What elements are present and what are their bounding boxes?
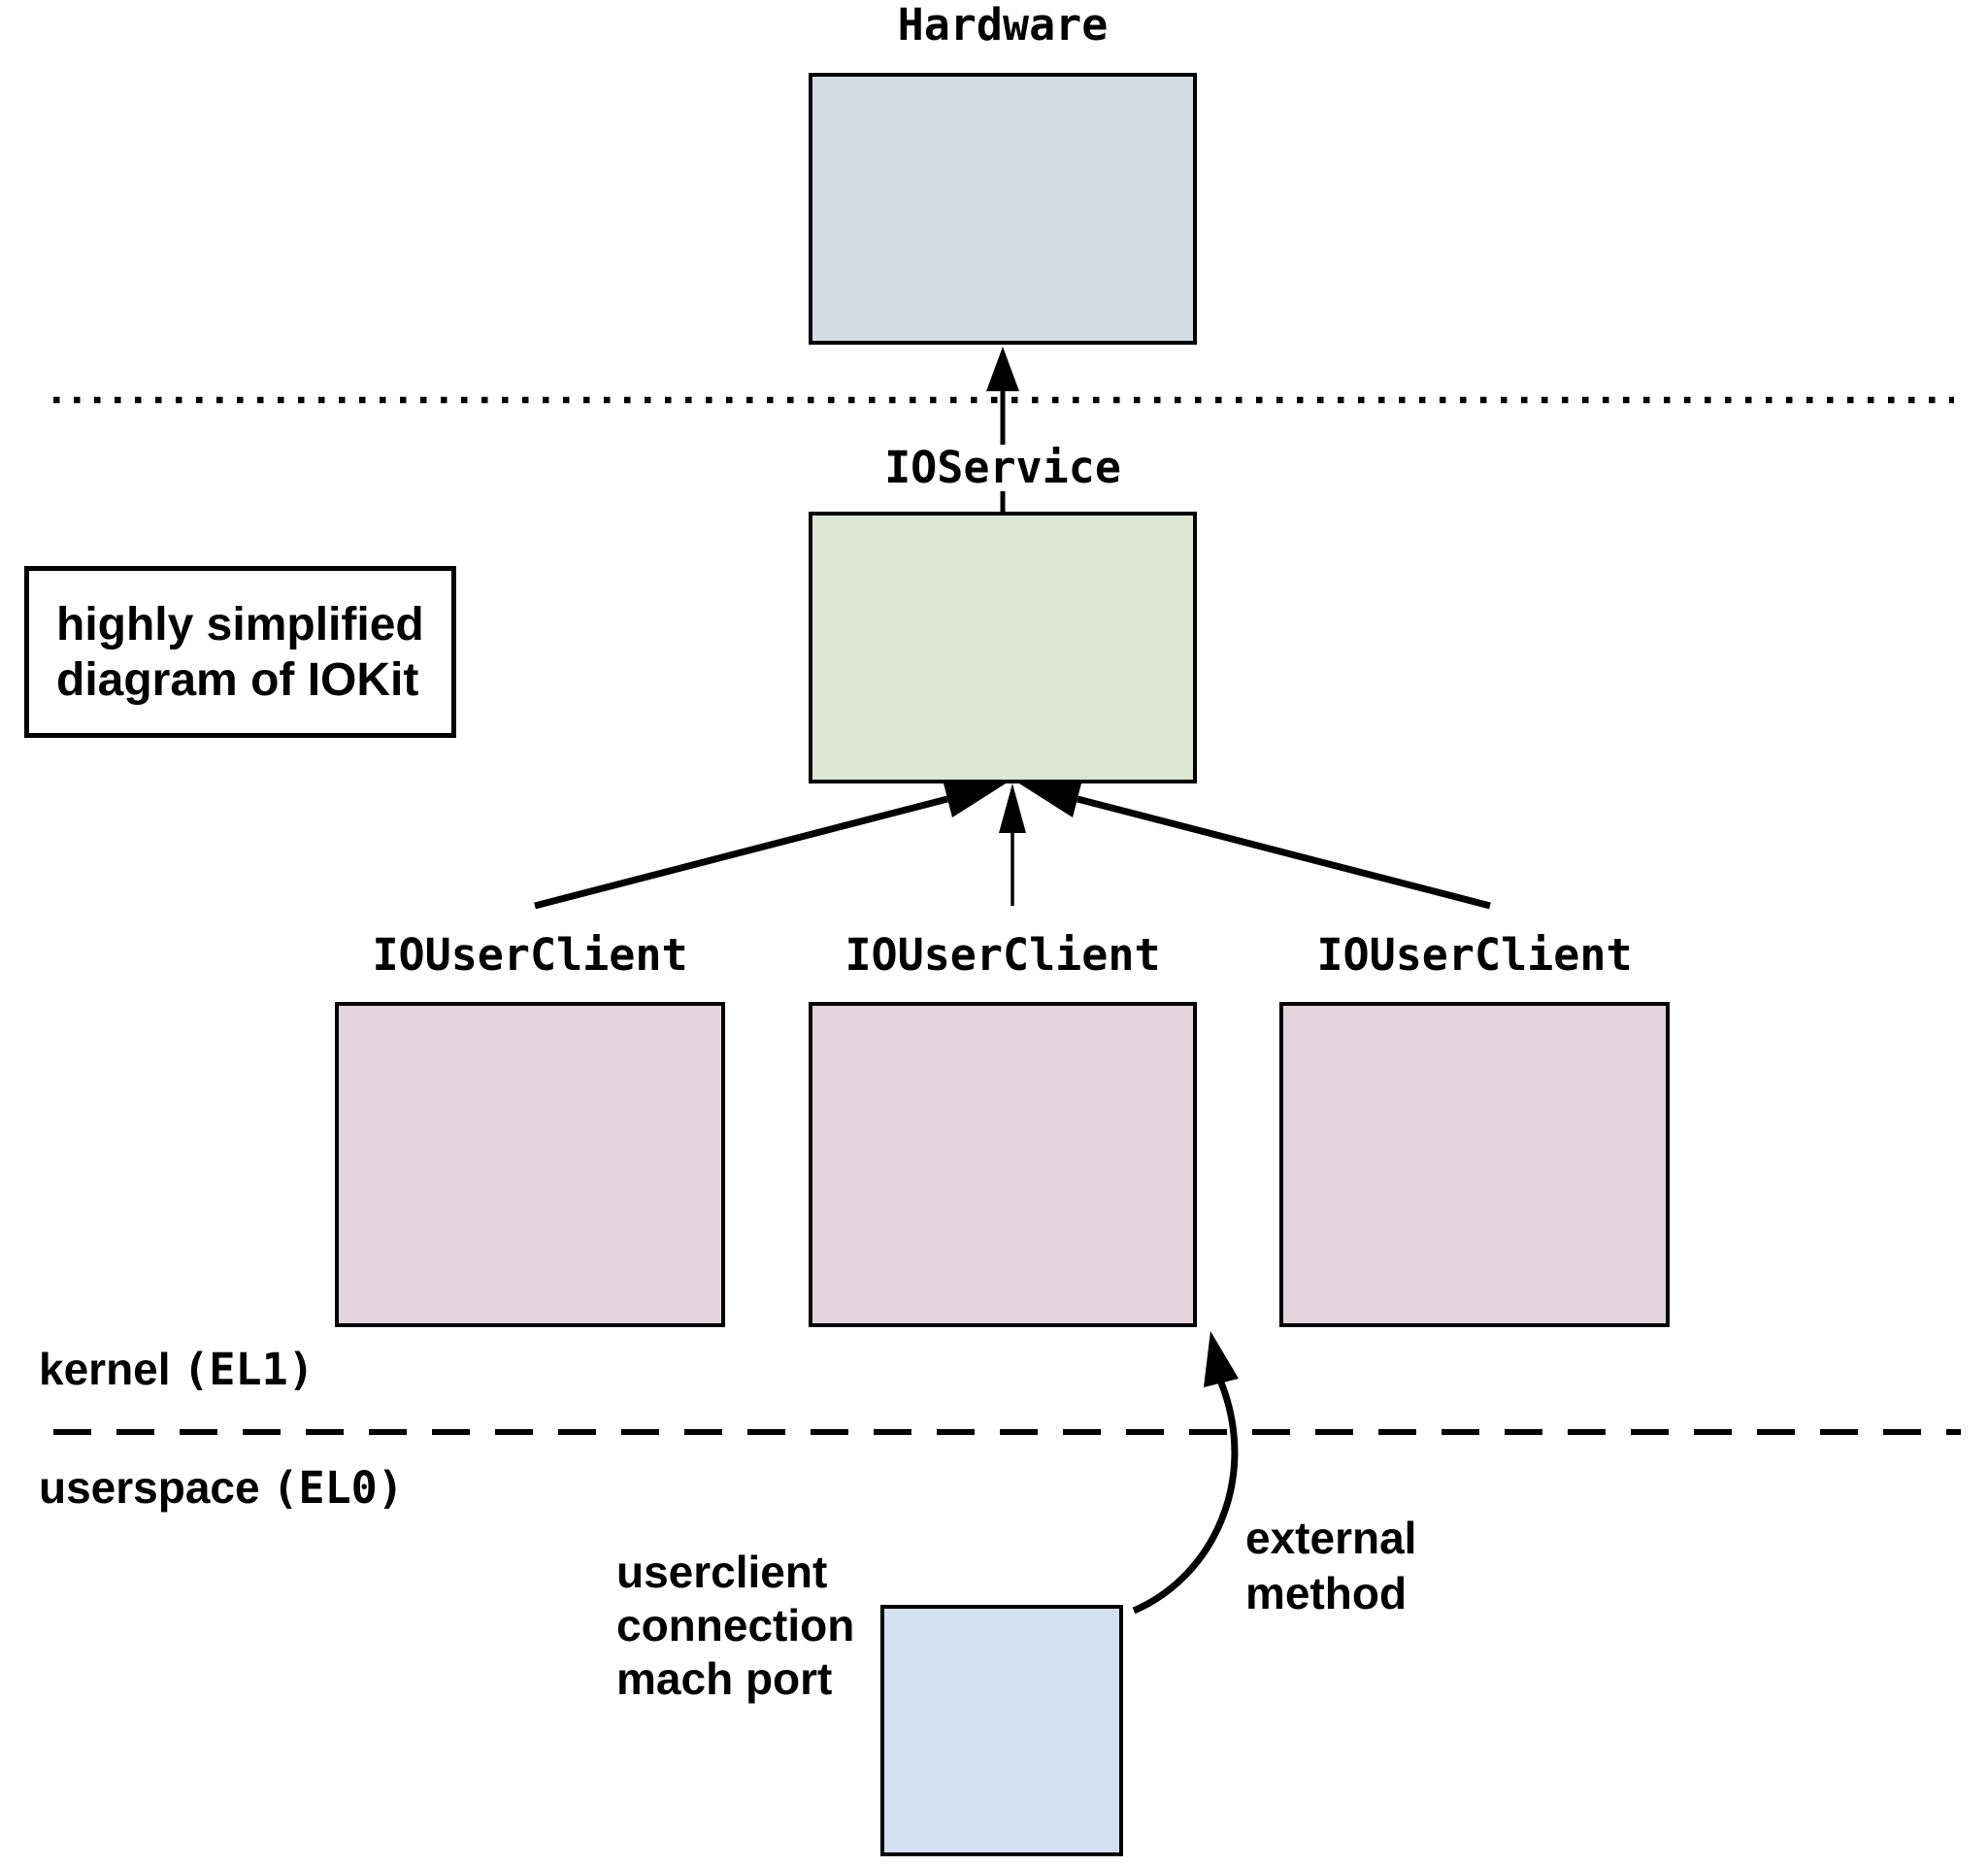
- iouserclient-node-right: [1279, 1002, 1670, 1327]
- ioservice-label: IOService: [809, 445, 1197, 491]
- kernel-zone-level: (EL1): [182, 1344, 315, 1395]
- machport-caption-line-1: userclient: [616, 1547, 828, 1597]
- kernel-zone-label: kernel (EL1): [39, 1343, 315, 1396]
- mach-port-node: [880, 1605, 1123, 1856]
- userspace-zone-label: userspace (EL0): [39, 1461, 404, 1515]
- userspace-zone-name: userspace: [39, 1462, 260, 1513]
- external-method-line-2: method: [1245, 1568, 1408, 1618]
- iouserclient-node-middle: [809, 1002, 1197, 1327]
- iouserclient-middle-to-ioservice-arrowhead: [999, 783, 1026, 833]
- iouserclient-right-to-ioservice-arrow-shaft: [1077, 795, 1491, 910]
- ioservice-node: [809, 512, 1197, 783]
- iouserclient-label-right: IOUserClient: [1316, 929, 1633, 981]
- iouserclient-right-to-ioservice-arrowhead: [1019, 780, 1082, 817]
- ioservice-label-text: IOService: [875, 445, 1131, 491]
- iouserclient-label-left: IOUserClient: [372, 929, 688, 981]
- external-method-line-1: external: [1245, 1513, 1417, 1563]
- note-line-1: highly simplified: [56, 598, 424, 650]
- ioservice-to-hardware-arrowhead: [986, 347, 1019, 391]
- machport-caption-line-2: connection: [616, 1600, 855, 1650]
- iouserclient-node-left: [335, 1002, 725, 1327]
- note-box: highly simplified diagram of IOKit: [24, 566, 456, 738]
- external-method-arrow-curve: [1132, 1381, 1239, 1615]
- machport-caption: userclient connection mach port: [616, 1546, 854, 1706]
- kernel-zone-name: kernel: [39, 1344, 171, 1394]
- external-method-label: external method: [1245, 1511, 1416, 1621]
- hardware-node: [809, 73, 1197, 345]
- note-line-2: diagram of IOKit: [56, 653, 419, 706]
- iouserclient-left-to-ioservice-arrow-shaft: [534, 795, 948, 910]
- iouserclient-left-to-ioservice-arrowhead: [943, 780, 1006, 817]
- iouserclient-label-middle: IOUserClient: [845, 929, 1161, 981]
- external-method-arrowhead: [1204, 1331, 1239, 1387]
- userspace-zone-level: (EL0): [272, 1462, 404, 1514]
- hardware-label: Hardware: [897, 0, 1109, 50]
- machport-caption-line-3: mach port: [616, 1653, 833, 1704]
